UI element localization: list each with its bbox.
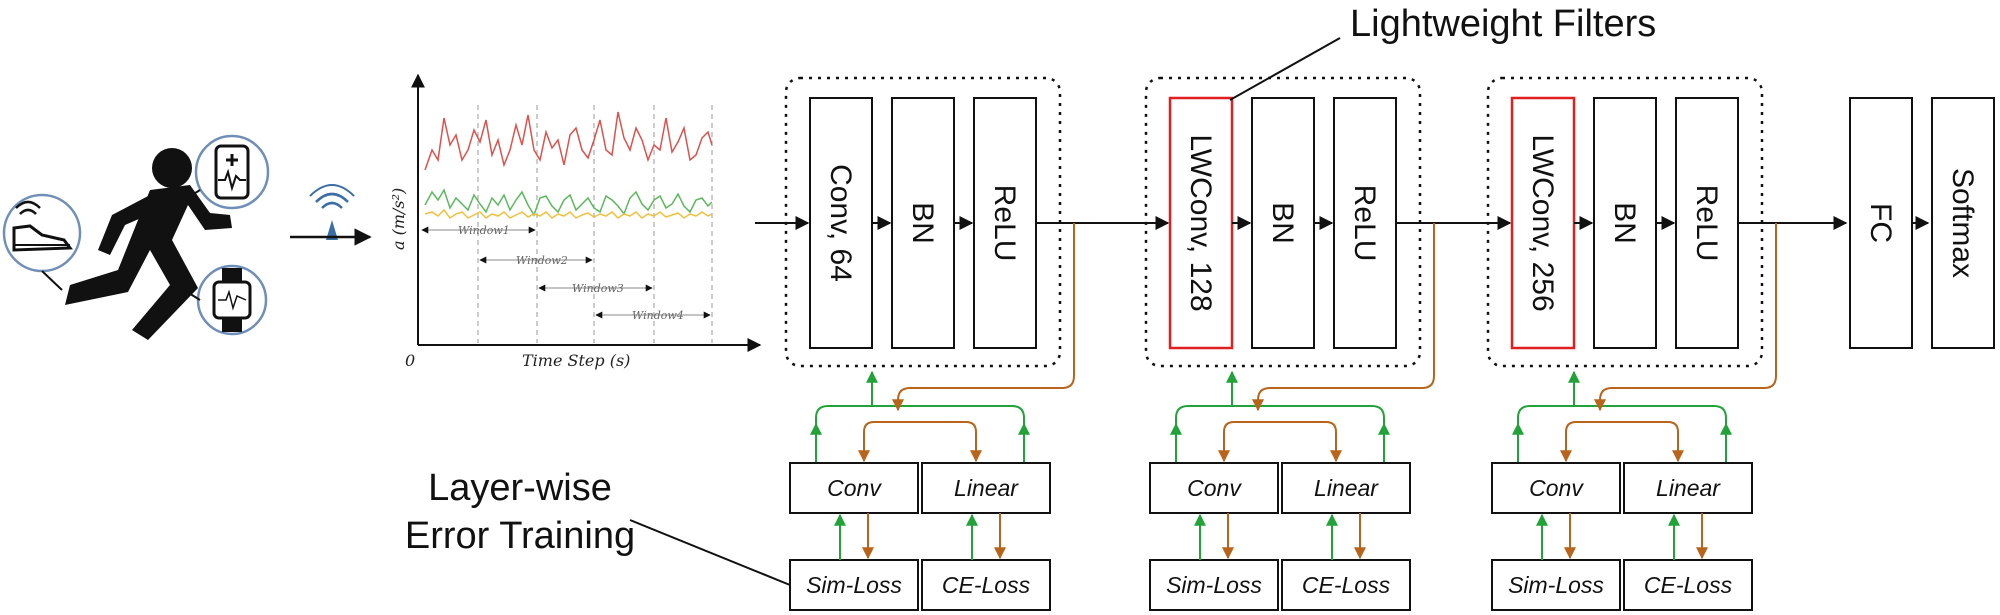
- block-1-conv-box: [789, 462, 919, 514]
- wifi-icon: [309, 184, 355, 240]
- block-1-linear-label: Linear: [954, 475, 1019, 501]
- block-3-layer-1-box: [1510, 96, 1576, 350]
- block-1-layer-2-box: [891, 97, 955, 349]
- block-1-conv-label: Conv: [827, 475, 882, 501]
- shoe-icon: [2, 193, 82, 291]
- layerwise-label-line1: Layer-wise: [428, 467, 612, 509]
- block-3-sim-loss-label: Sim-Loss: [1508, 572, 1604, 598]
- classifier-head: FC Softmax: [1778, 97, 1995, 349]
- fc-layer-label: FC: [1864, 203, 1897, 243]
- block-1-layer-3-label: ReLU: [988, 185, 1021, 262]
- phone-ecg-icon: [167, 134, 270, 211]
- block-1-linear-box: [921, 462, 1051, 514]
- window2-label: Window2: [516, 254, 568, 267]
- plot-ylabel: a (m/s²): [389, 188, 408, 250]
- block-1-layer-2-label: BN: [906, 202, 939, 244]
- block-2-linear-label: Linear: [1314, 475, 1379, 501]
- block-1-layer-1-label: Conv, 64: [824, 164, 857, 282]
- runner-icon: [65, 148, 232, 340]
- block-2-layer-1-box: [1168, 96, 1234, 350]
- green-signal-line: [424, 188, 713, 217]
- block-1-layer-3-box: [973, 97, 1037, 349]
- block-2-layer-1-label: LWConv, 128: [1184, 134, 1217, 311]
- block-3-layer-3-box: [1675, 97, 1739, 349]
- block-3-ce-loss-label: CE-Loss: [1644, 572, 1733, 598]
- block-3-conv-box: [1491, 462, 1621, 514]
- block-2-ce-loss-label: CE-Loss: [1302, 572, 1391, 598]
- red-signal-line: [424, 111, 713, 171]
- block-2-sim-loss-label: Sim-Loss: [1166, 572, 1262, 598]
- signal-plot: Window1 Window2 Window3 Window4 a (m/s²)…: [389, 73, 762, 370]
- window3-label: Window3: [572, 282, 624, 295]
- block-1-sim-loss-label: Sim-Loss: [806, 572, 902, 598]
- block-1-layer-1-box: [809, 97, 873, 349]
- block-3-layer-3-label: ReLU: [1690, 185, 1723, 262]
- block-2-sim-loss-box: [1149, 559, 1279, 611]
- softmax-layer-label: Softmax: [1946, 168, 1979, 278]
- lightweight-filters-label: Lightweight Filters: [1350, 3, 1656, 45]
- block-1-ce-loss-box: [921, 559, 1051, 611]
- block-1-sim-loss-box: [789, 559, 919, 611]
- block-3-conv-label: Conv: [1529, 475, 1584, 501]
- block-2-conv-label: Conv: [1187, 475, 1242, 501]
- block-3-linear-box: [1623, 462, 1753, 514]
- block-3-linear-label: Linear: [1656, 475, 1721, 501]
- block-2-linear-box: [1281, 462, 1411, 514]
- window1-label: Window1: [458, 224, 510, 237]
- block-3-layer-2-box: [1593, 97, 1657, 349]
- block-2-conv-box: [1149, 462, 1279, 514]
- softmax-layer-box: [1931, 97, 1995, 349]
- block-2-layer-3-box: [1333, 97, 1397, 349]
- plot-origin: 0: [405, 351, 415, 370]
- window4-label: Window4: [632, 309, 684, 322]
- block-3-layer-1-label: LWConv, 256: [1526, 134, 1559, 311]
- plot-xlabel: Time Step (s): [522, 351, 630, 370]
- block-2-layer-2-label: BN: [1266, 202, 1299, 244]
- block-3-layer-2-label: BN: [1608, 202, 1641, 244]
- yellow-signal-line: [424, 208, 713, 220]
- lightweight-callout: Lightweight Filters: [1229, 3, 1656, 101]
- block-2-ce-loss-box: [1281, 559, 1411, 611]
- block-2-layer-3-label: ReLU: [1348, 185, 1381, 262]
- fc-layer-box: [1849, 97, 1913, 349]
- block-3-sim-loss-box: [1491, 559, 1621, 611]
- block-1-ce-loss-label: CE-Loss: [942, 572, 1031, 598]
- layerwise-callout: Layer-wise Error Training: [405, 467, 791, 586]
- watch-icon: [183, 264, 268, 336]
- block-3-ce-loss-box: [1623, 559, 1753, 611]
- layerwise-label-line2: Error Training: [405, 515, 635, 557]
